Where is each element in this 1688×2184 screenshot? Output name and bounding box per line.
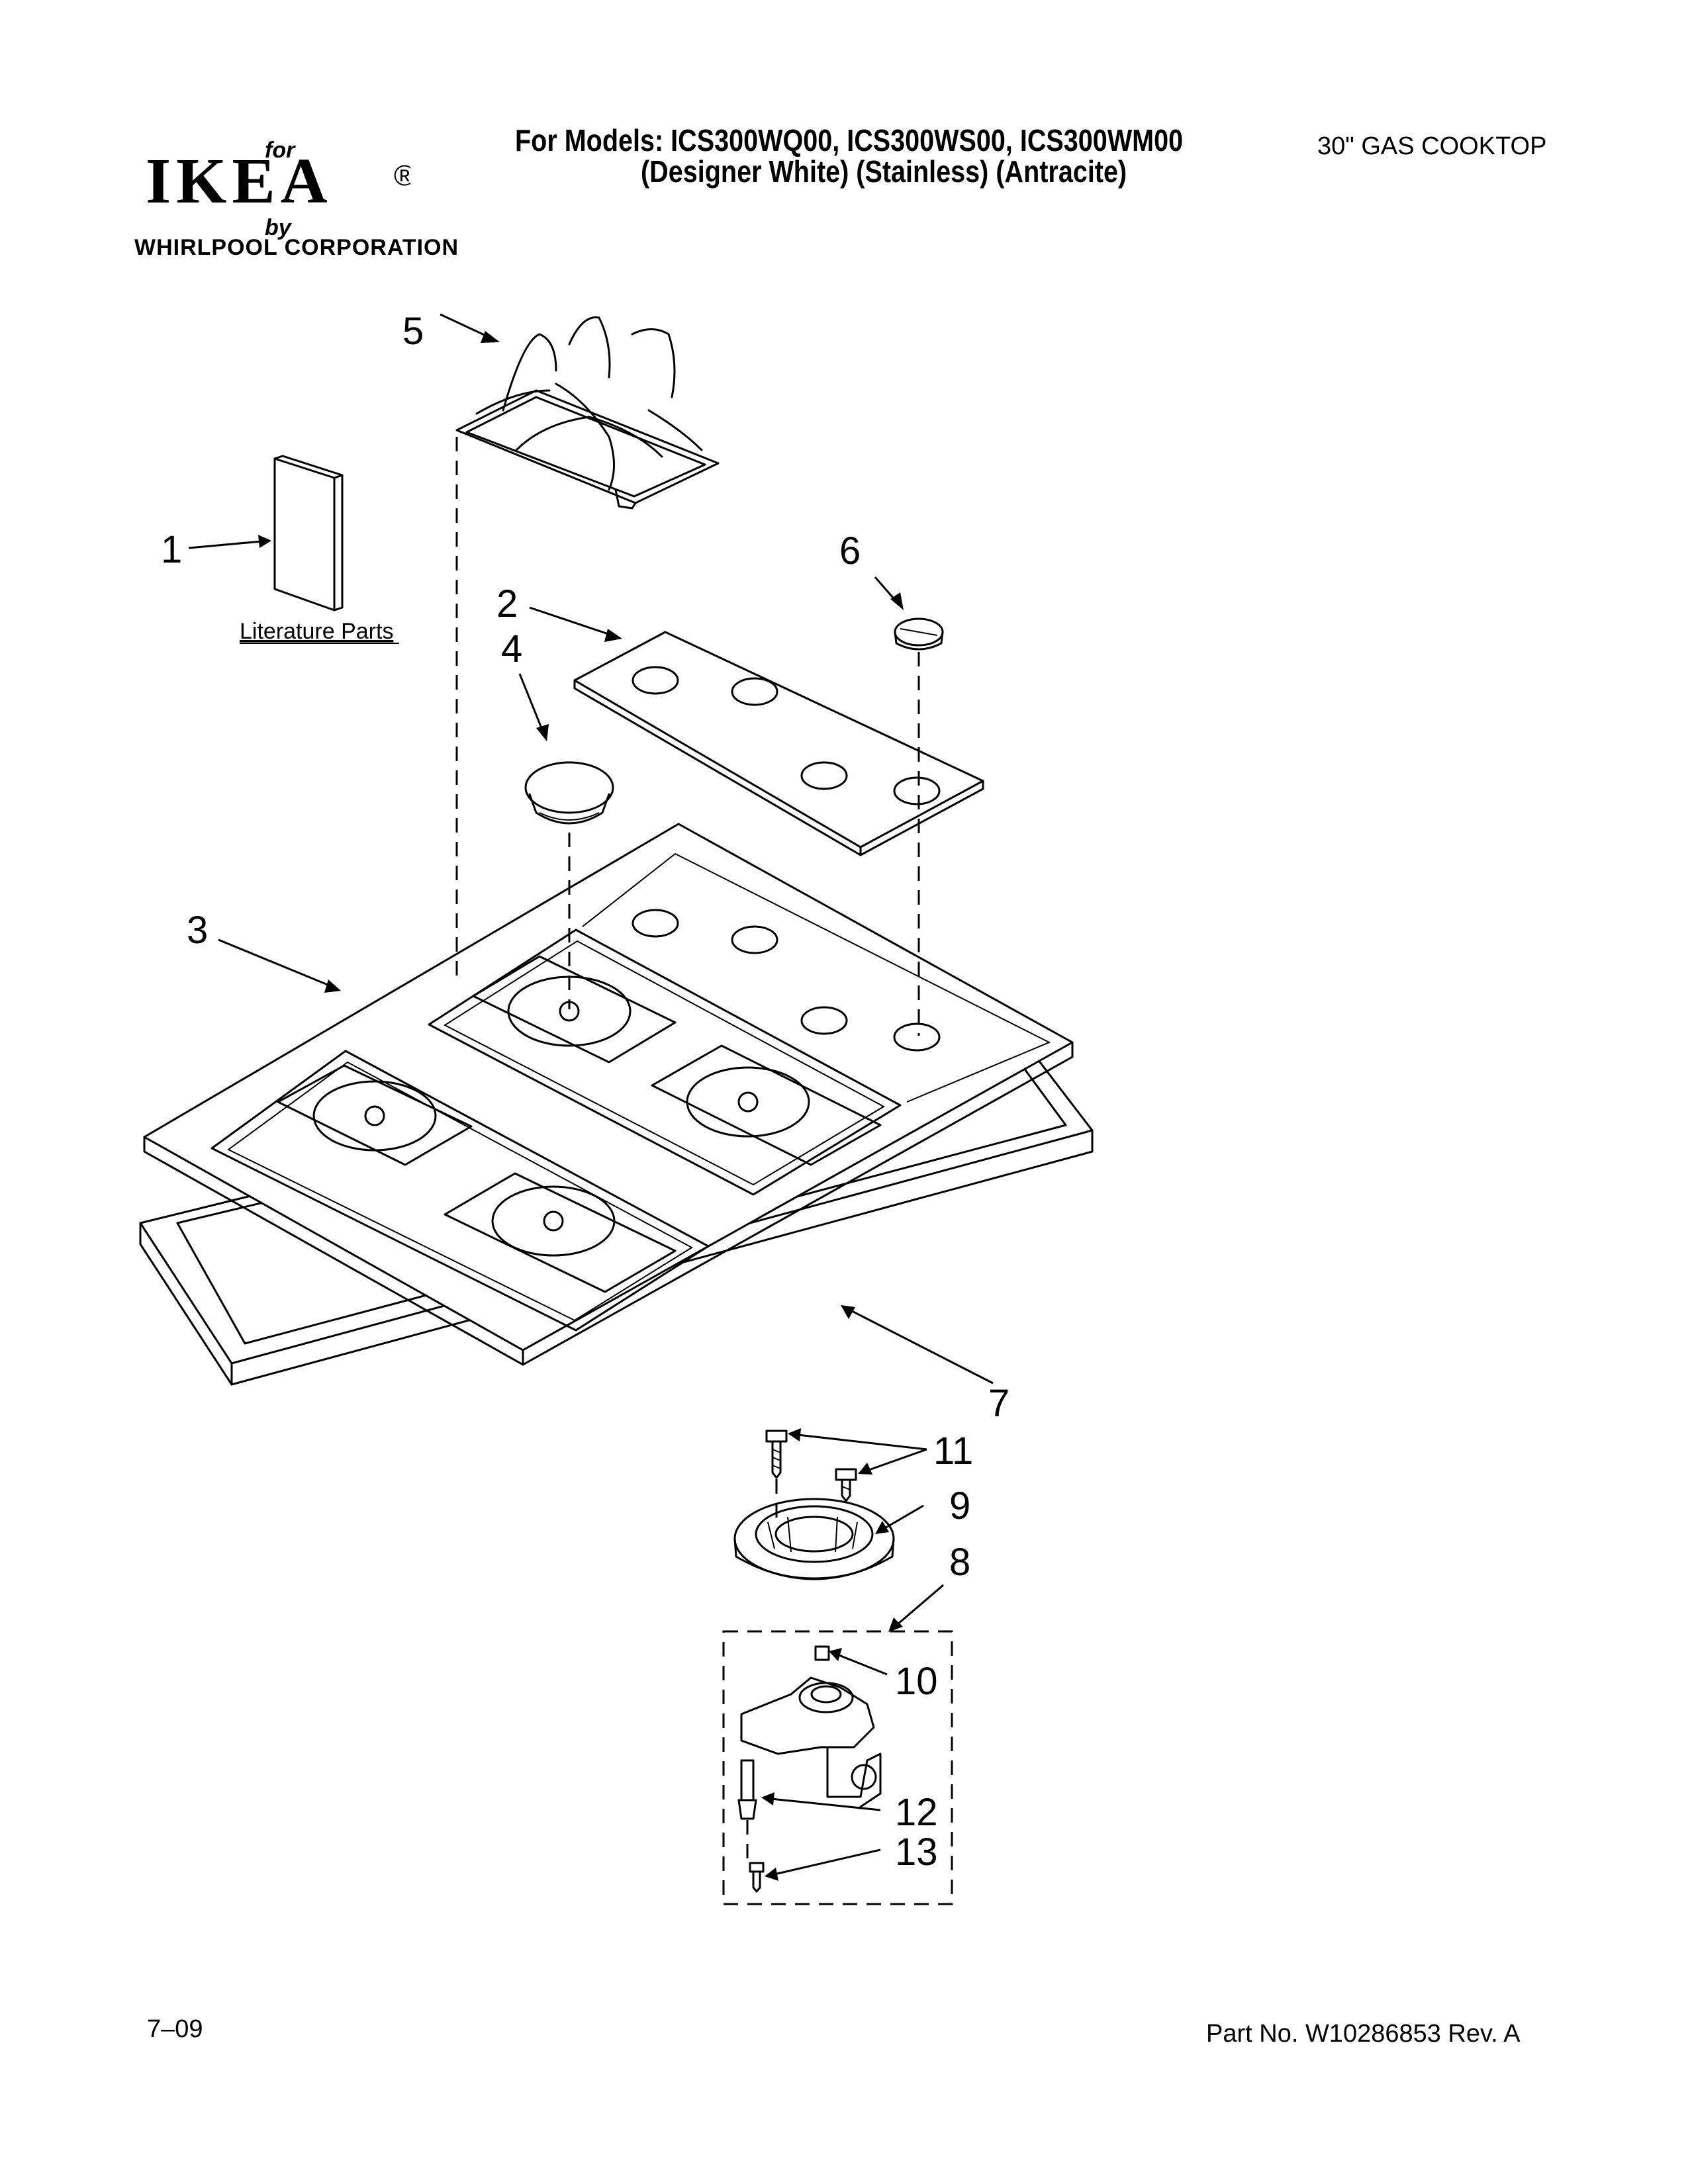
part-3-cooktop (143, 823, 1074, 1366)
models-title: For Models: ICS300WQ00, ICS300WS00, ICS3… (515, 123, 1184, 158)
alignment-lines (455, 437, 920, 1860)
registered-mark: ® (394, 159, 410, 192)
callout-labels: 1 2 3 4 5 6 7 8 9 10 11 12 13 Literature… (161, 310, 1009, 1874)
product-type: 30" GAS COOKTOP (1317, 132, 1547, 160)
ikea-logo: IKEA ® (146, 151, 410, 217)
burner-right-rear (651, 1044, 882, 1166)
callout-11: 11 (933, 1430, 973, 1473)
part-11-screw-b (835, 1468, 857, 1502)
part-1-literature (273, 455, 344, 612)
part-9-burner-base (733, 1498, 895, 1580)
callout-13: 13 (895, 1831, 938, 1874)
leader-lines (188, 313, 994, 1881)
logo-corporation-text: WHIRLPOOL CORPORATION (134, 235, 459, 260)
part-6-knob (894, 617, 944, 651)
callout-2: 2 (496, 582, 518, 625)
callout-7: 7 (988, 1382, 1009, 1425)
callout-10: 10 (895, 1660, 938, 1703)
literature-parts-label: Literature Parts (240, 619, 393, 644)
logo-for-text: for (265, 138, 295, 163)
callout-1: 1 (161, 528, 182, 571)
callout-9: 9 (949, 1484, 970, 1527)
burner-left-front (277, 1064, 473, 1166)
model-colors: (Designer White) (Stainless) (Antracite) (641, 154, 1127, 189)
part-number: Part No. W10286853 Rev. A (1206, 2020, 1521, 2048)
part-8-assembly (722, 1630, 953, 1905)
callout-8: 8 (949, 1541, 970, 1584)
burner-right-front (444, 1172, 677, 1293)
ikea-logo-text: IKEA (146, 151, 333, 217)
callout-12: 12 (895, 1791, 938, 1834)
callout-3: 3 (187, 909, 208, 952)
callout-5: 5 (402, 310, 424, 353)
logo-by-text: by (265, 215, 291, 240)
part-5-grate (455, 316, 720, 510)
callout-6: 6 (839, 529, 861, 572)
part-2-control-panel (573, 631, 984, 856)
part-11-screw-a (765, 1430, 788, 1479)
callout-4: 4 (501, 627, 522, 670)
part-4-burner-cap (524, 761, 614, 825)
date-code: 7–09 (147, 2015, 203, 2043)
